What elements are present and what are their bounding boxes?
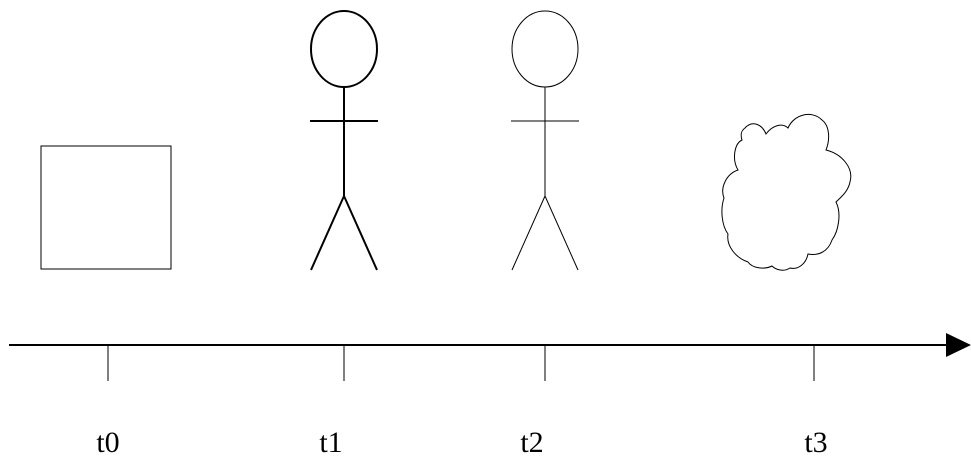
tick-label-t1: t1 xyxy=(319,426,342,459)
arrowhead-icon xyxy=(946,333,971,357)
stick-figure-head xyxy=(511,10,579,88)
stick-figure-right-leg xyxy=(544,195,579,271)
stick-figure-t2 xyxy=(511,10,579,271)
tick-label-t2: t2 xyxy=(520,426,543,459)
square-shape xyxy=(40,145,172,270)
tick-label-t0: t0 xyxy=(96,426,119,459)
stick-figure-head xyxy=(310,10,378,88)
stick-figure-t1 xyxy=(310,10,378,271)
stick-figure-left-leg xyxy=(310,195,345,271)
stick-figure-left-leg xyxy=(511,195,546,271)
stick-figure-right-leg xyxy=(343,195,378,271)
cloud-shape xyxy=(721,113,852,271)
tick-label-t3: t3 xyxy=(804,426,827,459)
